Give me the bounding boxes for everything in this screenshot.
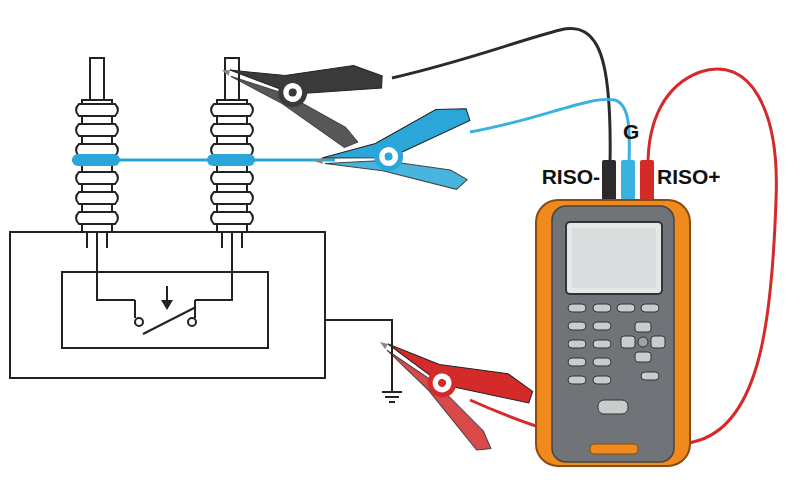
blue-clamp: [309, 105, 480, 211]
terminal-label: RISO+: [657, 166, 721, 187]
switch-box: [62, 272, 268, 348]
black-cable: [392, 29, 610, 165]
terminal-label: RISO-: [542, 166, 600, 187]
black-clamp: [211, 39, 385, 152]
red-clamp: [357, 314, 537, 462]
insulation-tester: [536, 160, 690, 466]
terminal-label: G: [623, 121, 639, 142]
housing: [10, 232, 325, 378]
blue-cable: [470, 99, 629, 165]
bushing-left: [76, 58, 118, 232]
